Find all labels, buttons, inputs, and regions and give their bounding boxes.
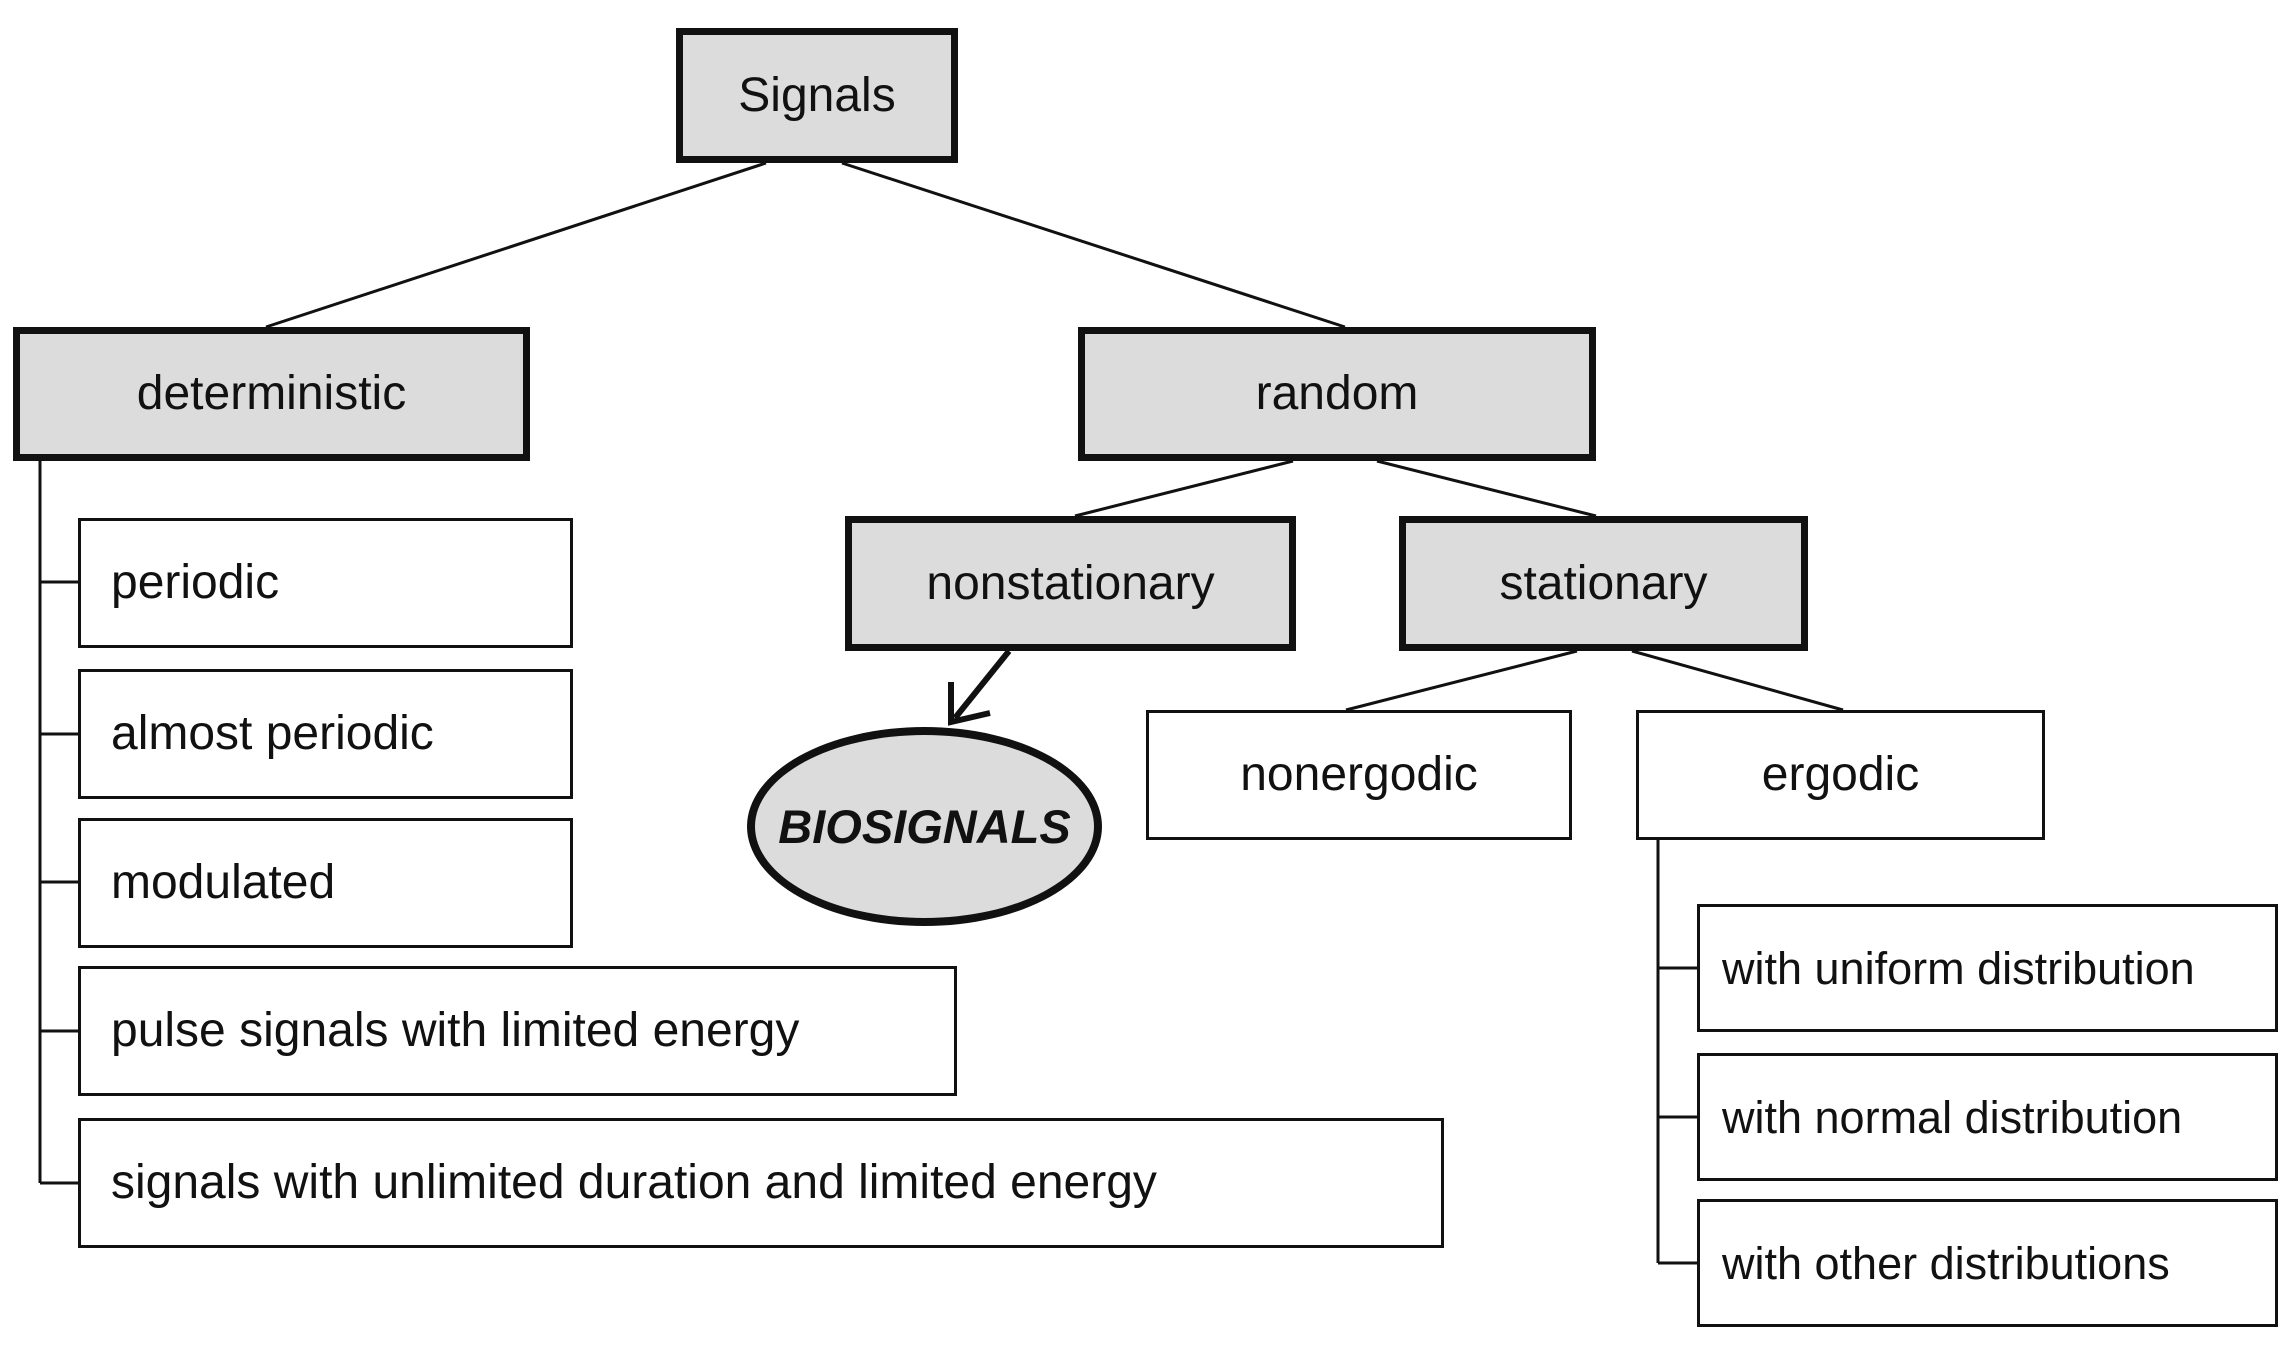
arrow-head [948,682,991,726]
root-label: Signals [738,68,896,122]
deterministic-node: deterministic [13,327,530,461]
list-item-label: signals with unlimited duration and limi… [111,1156,1157,1209]
list-item-label: with uniform distribution [1722,942,2195,994]
list-item-label: pulse signals with limited energy [111,1004,800,1057]
edge-random-stationary [1376,459,1597,518]
deterministic-child-modulated: modulated [78,818,573,948]
deterministic-child-pulse: pulse signals with limited energy [78,966,957,1096]
edge-signals-deterministic [265,161,767,329]
edge-signals-random [841,161,1346,329]
list-item-label: with other distributions [1722,1237,2170,1289]
list-item-label: periodic [111,556,280,609]
ergodic-child-other: with other distributions [1697,1199,2278,1327]
list-item-label: almost periodic [111,707,434,760]
root-node: Signals [676,28,958,163]
random-node: random [1078,327,1596,461]
nonergodic-node: nonergodic [1146,710,1572,840]
arrow-to-biosignals [952,649,1012,720]
edge-stationary-nonergodic [1345,649,1578,712]
ergodic-child-uniform: with uniform distribution [1697,904,2278,1032]
biosignals-label: BIOSIGNALS [778,800,1071,853]
nonergodic-label: nonergodic [1240,748,1478,801]
deterministic-child-unlimited: signals with unlimited duration and limi… [78,1118,1444,1248]
deterministic-child-periodic: periodic [78,518,573,648]
nonstationary-node: nonstationary [845,516,1296,651]
ergodic-node: ergodic [1636,710,2045,840]
edge-random-nonstationary [1074,459,1294,518]
ergodic-label: ergodic [1761,748,1920,801]
list-item-label: with normal distribution [1722,1091,2183,1143]
stationary-node: stationary [1399,516,1808,651]
deterministic-label: deterministic [136,367,407,420]
ergodic-child-normal: with normal distribution [1697,1053,2278,1181]
stationary-label: stationary [1499,556,1708,610]
biosignals-node: BIOSIGNALS [747,727,1102,926]
deterministic-child-almost-periodic: almost periodic [78,669,573,799]
random-label: random [1255,367,1419,420]
list-item-label: modulated [111,856,336,909]
edge-stationary-ergodic [1631,649,1844,712]
nonstationary-label: nonstationary [926,556,1215,610]
